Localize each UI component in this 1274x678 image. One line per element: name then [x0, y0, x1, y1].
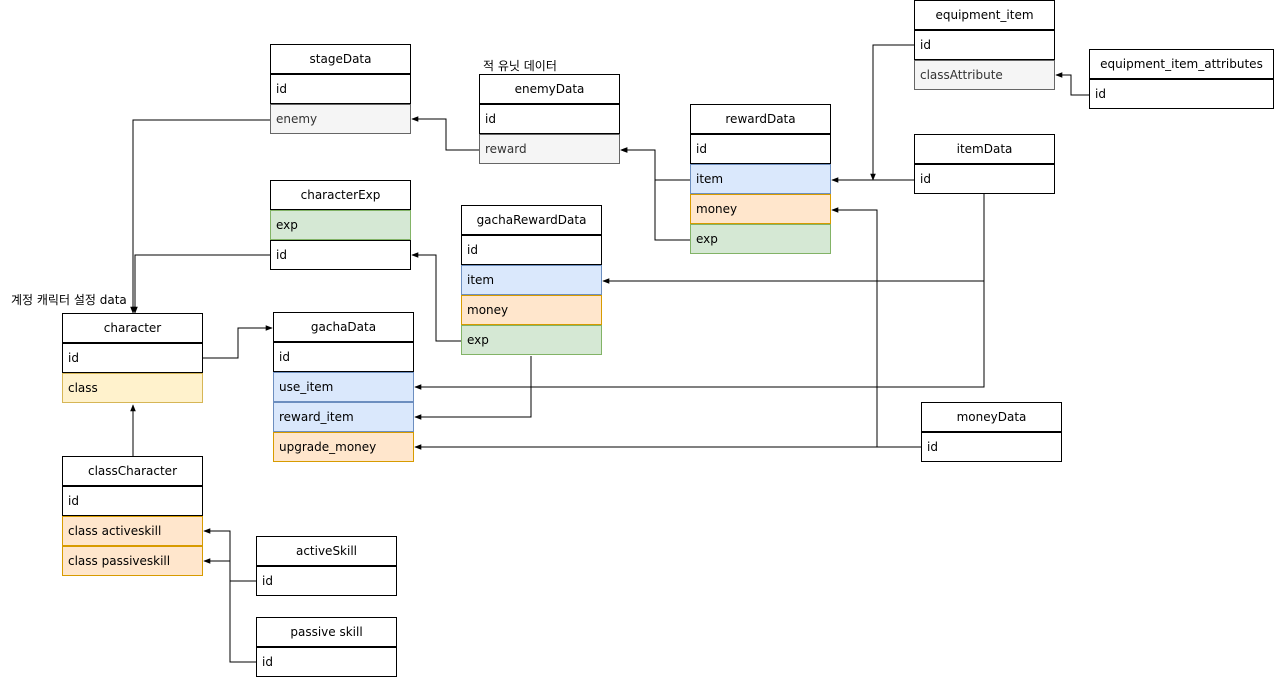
moneyData-title: moneyData	[921, 402, 1062, 432]
character-field-id[interactable]: id	[62, 343, 203, 373]
gachaRewardData-field-money[interactable]: money	[461, 295, 602, 325]
activeSkill-title: activeSkill	[256, 536, 397, 566]
equipment-item-field-classAttribute[interactable]: classAttribute	[914, 60, 1055, 90]
passive-skill-title: passive skill	[256, 617, 397, 647]
gachaRewardData-title: gachaRewardData	[461, 205, 602, 235]
equipment-item-attributes-field-id[interactable]: id	[1089, 79, 1274, 109]
itemData-field-id[interactable]: id	[914, 164, 1055, 194]
gachaRewardData-field-exp[interactable]: exp	[461, 325, 602, 355]
equipment-item-title: equipment_item	[914, 0, 1055, 30]
edge-equipment-id-to-reward-item	[870, 44, 914, 181]
gachaData-field-id[interactable]: id	[273, 342, 414, 372]
rewardData-field-money[interactable]: money	[690, 194, 831, 224]
rewardData-field-exp[interactable]: exp	[690, 224, 831, 254]
gachaRewardData-field-id[interactable]: id	[461, 235, 602, 265]
classCharacter-field-id[interactable]: id	[62, 486, 203, 516]
edge-attributes-to-classattribute	[1055, 72, 1089, 96]
gachaData-title: gachaData	[273, 312, 414, 342]
edge-itemdata-to-gacha-use-item	[414, 281, 985, 390]
account-character-note: 계정 캐릭터 설정 data	[11, 293, 127, 307]
itemData-title: itemData	[914, 134, 1055, 164]
characterExp-title: characterExp	[270, 180, 411, 210]
edge-moneydata-to-reward-money	[831, 207, 921, 448]
passive-skill-field-id[interactable]: id	[256, 647, 397, 677]
edge-activeskill-to-classcharacter	[203, 528, 256, 582]
edge-passiveskill-to-classcharacter	[203, 558, 256, 663]
enemyData-title: enemyData	[479, 74, 620, 104]
stageData-field-enemy[interactable]: enemy	[270, 104, 411, 134]
rewardData-field-id[interactable]: id	[690, 134, 831, 164]
character-title: character	[62, 313, 203, 343]
equipment-item-attributes-title: equipment_item_attributes	[1089, 49, 1274, 79]
characterExp-field-exp[interactable]: exp	[270, 210, 411, 240]
equipment-item-field-id[interactable]: id	[914, 30, 1055, 60]
character-field-class[interactable]: class	[62, 373, 203, 403]
classCharacter-field-class-activeskill[interactable]: class activeskill	[62, 516, 203, 546]
edge-reward-exp-to-enemy-reward	[620, 147, 690, 241]
rewardData-title: rewardData	[690, 104, 831, 134]
gachaData-field-use_item[interactable]: use_item	[273, 372, 414, 402]
enemy-unit-note: 적 유닛 데이터	[483, 59, 557, 73]
stageData-field-id[interactable]: id	[270, 74, 411, 104]
classCharacter-field-class-passiveskill[interactable]: class passiveskill	[62, 546, 203, 576]
edge-enemy-reward-to-stage-enemy	[411, 116, 479, 151]
gachaData-field-upgrade_money[interactable]: upgrade_money	[273, 432, 414, 462]
edge-stage-enemy-to-character	[130, 119, 270, 314]
edge-character-id-to-gachadata	[203, 325, 273, 359]
classCharacter-title: classCharacter	[62, 456, 203, 486]
moneyData-field-id[interactable]: id	[921, 432, 1062, 462]
rewardData-field-item[interactable]: item	[690, 164, 831, 194]
activeSkill-field-id[interactable]: id	[256, 566, 397, 596]
edge-gacha-exp-to-characterexp-id	[411, 252, 461, 342]
stageData-title: stageData	[270, 44, 411, 74]
enemyData-field-reward[interactable]: reward	[479, 134, 620, 164]
gachaData-field-reward_item[interactable]: reward_item	[273, 402, 414, 432]
edge-gacha-reward-to-reward-item	[414, 356, 532, 420]
edge-characterexp-id-to-character	[132, 254, 270, 314]
gachaRewardData-field-item[interactable]: item	[461, 265, 602, 295]
characterExp-field-id[interactable]: id	[270, 240, 411, 270]
enemyData-field-id[interactable]: id	[479, 104, 620, 134]
